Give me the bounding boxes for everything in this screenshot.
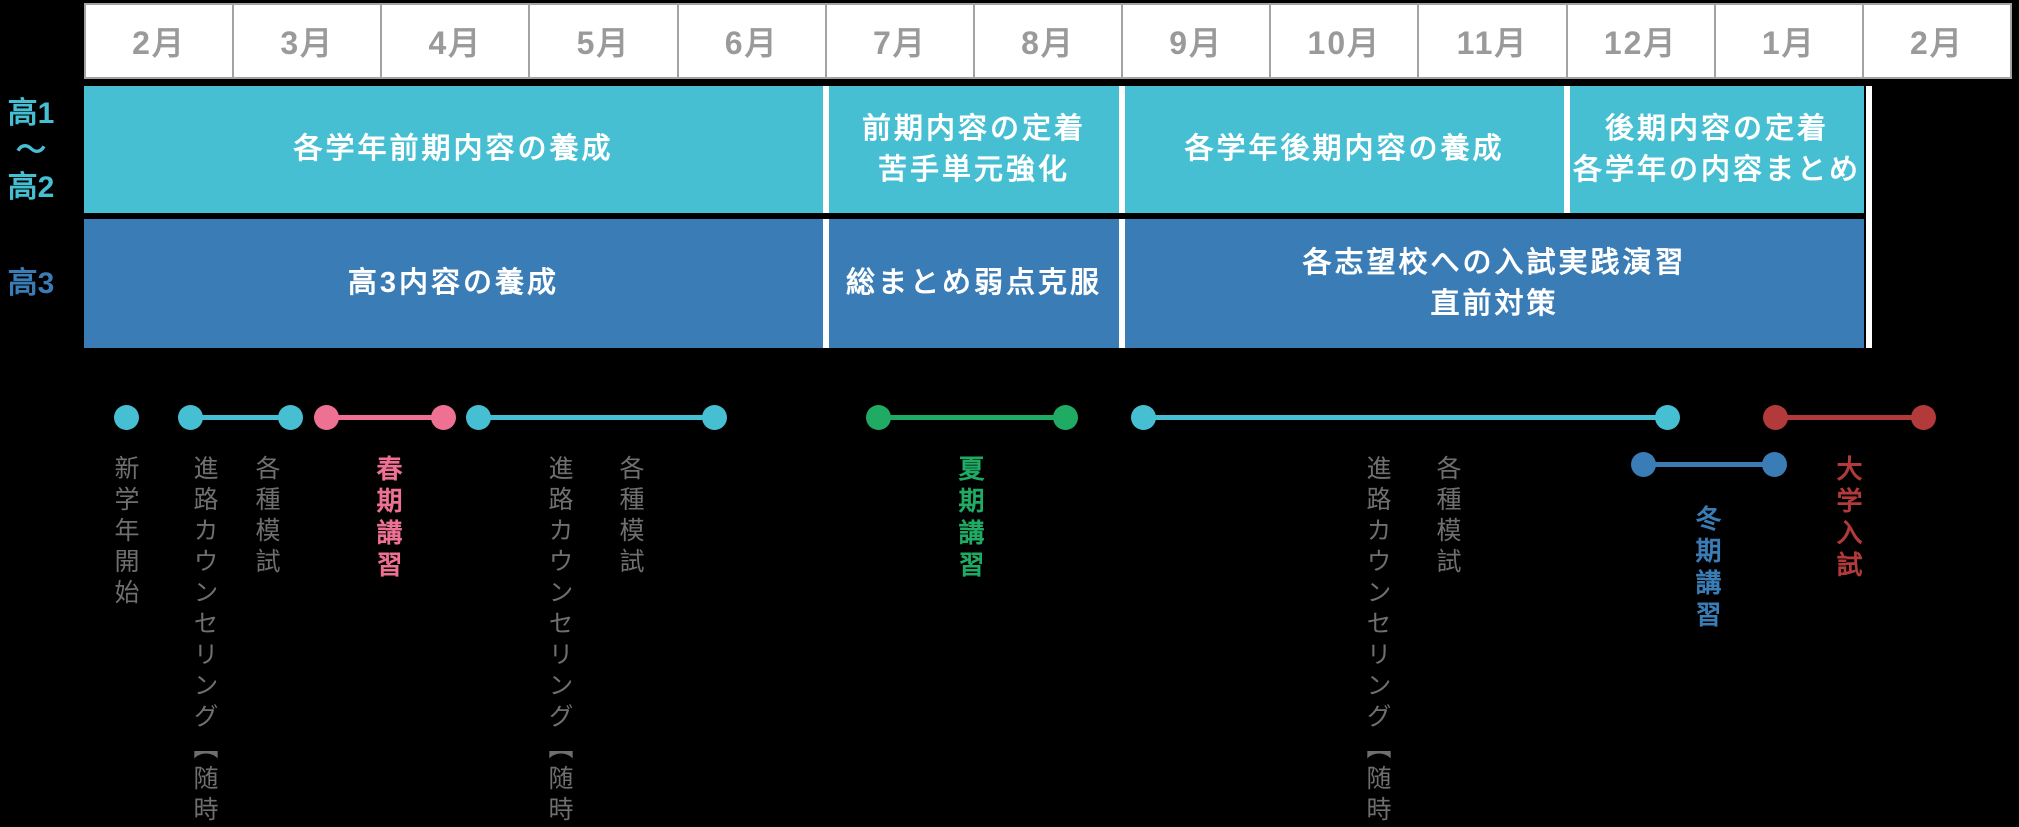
counseling-spring-connector	[190, 414, 290, 420]
month-header-5: 6月	[676, 5, 825, 77]
month-header-10: 11月	[1417, 5, 1565, 77]
phase-segment-text: 前期内容の定着	[861, 112, 1086, 145]
grade-label-line: 高2	[7, 171, 55, 204]
spring-course-connector	[326, 414, 443, 420]
segment-divider	[1119, 219, 1125, 348]
month-header-7: 8月	[972, 5, 1121, 77]
university-entrance-exam-connector	[1775, 414, 1923, 420]
phase-segment-kou1-kou2-2: 前期内容の定着苦手単元強化	[829, 86, 1119, 213]
university-entrance-exam-label: 大学入試	[1833, 455, 1863, 583]
month-header-8: 9月	[1121, 5, 1269, 77]
university-entrance-exam-dot	[1762, 404, 1788, 430]
summer-course-dot	[865, 404, 891, 430]
month-header-4: 5月	[528, 5, 676, 77]
segment-divider	[823, 86, 829, 213]
counseling-second-term-label: 各種模試	[1433, 455, 1461, 579]
grade-label-line: 〜	[16, 134, 46, 167]
counseling-spring-dot	[177, 404, 203, 430]
month-header-11: 12月	[1565, 5, 1714, 77]
phase-segment-kou1-kou2-3: 各学年後期内容の養成	[1125, 86, 1564, 213]
month-header-9: 10月	[1269, 5, 1417, 77]
phase-segment-text: 各学年の内容まとめ	[1572, 153, 1861, 186]
phase-segment-kou1-kou2-4: 後期内容の定着各学年の内容まとめ	[1570, 86, 1864, 213]
phase-segment-text: 各志望校への入試実践演習	[1302, 246, 1687, 279]
phase-segment-text: 各学年前期内容の養成	[293, 133, 614, 165]
counseling-second-term-label: 進路カウンセリング【随時】	[1363, 455, 1391, 827]
winter-course-dot	[1630, 451, 1656, 477]
phase-segment-kou3-2: 総まとめ弱点克服	[829, 219, 1119, 348]
counseling-second-term-dot	[1130, 404, 1156, 430]
counseling-spring-label: 進路カウンセリング【随時】	[190, 455, 218, 827]
grade-label-kou3: 高3	[0, 265, 62, 302]
winter-course-label: 冬期講習	[1692, 505, 1722, 633]
spring-course-label: 春期講習	[373, 455, 403, 583]
bars-right-edge-line	[1866, 86, 1872, 348]
counseling-second-term-connector	[1143, 414, 1667, 420]
grade-label-kou1-kou2: 高1 〜高2	[0, 95, 62, 206]
counseling-first-term-connector	[478, 414, 714, 420]
phase-segment-kou3-3: 各志望校への入試実践演習直前対策	[1125, 219, 1864, 348]
month-header-6: 7月	[824, 5, 973, 77]
grade-label-line: 高3	[7, 267, 55, 300]
segment-divider	[1119, 86, 1125, 213]
month-header-13: 2月	[1861, 5, 2010, 77]
university-entrance-exam-dot	[1910, 404, 1936, 430]
segment-divider	[823, 219, 829, 348]
new-school-year-label: 新学年開始	[111, 455, 139, 610]
summer-course-label: 夏期講習	[955, 455, 985, 583]
phase-segment-kou1-kou2-1: 各学年前期内容の養成	[84, 86, 823, 213]
counseling-first-term-label: 進路カウンセリング【随時】	[545, 455, 573, 827]
phase-segment-text: 苦手単元強化	[877, 153, 1070, 186]
new-school-year-dot	[113, 404, 139, 430]
winter-course-dot	[1761, 451, 1787, 477]
counseling-second-term-dot	[1654, 404, 1680, 430]
counseling-first-term-label: 各種模試	[616, 455, 644, 579]
phase-segment-kou3-1: 高3内容の養成	[84, 219, 823, 348]
phase-segment-text: 各学年後期内容の養成	[1184, 133, 1505, 165]
summer-course-connector	[878, 414, 1065, 420]
phase-segment-text: 直前対策	[1430, 287, 1559, 320]
spring-course-dot	[313, 404, 339, 430]
grade-label-line: 高1	[7, 97, 55, 130]
counseling-spring-label: 各種模試	[252, 455, 280, 579]
summer-course-dot	[1052, 404, 1078, 430]
phase-segment-text: 総まとめ弱点克服	[845, 267, 1102, 299]
phase-segment-text: 後期内容の定着	[1604, 112, 1829, 145]
segment-divider	[1564, 86, 1570, 213]
month-header-12: 1月	[1713, 5, 1862, 77]
month-header-3: 4月	[380, 5, 528, 77]
counseling-first-term-dot	[701, 404, 727, 430]
phase-segment-text: 高3内容の養成	[347, 267, 560, 299]
month-header-2: 3月	[232, 5, 380, 77]
counseling-spring-dot	[277, 404, 303, 430]
spring-course-dot	[430, 404, 456, 430]
counseling-first-term-dot	[465, 404, 491, 430]
month-header-1: 2月	[132, 25, 186, 61]
winter-course-connector	[1643, 461, 1774, 467]
